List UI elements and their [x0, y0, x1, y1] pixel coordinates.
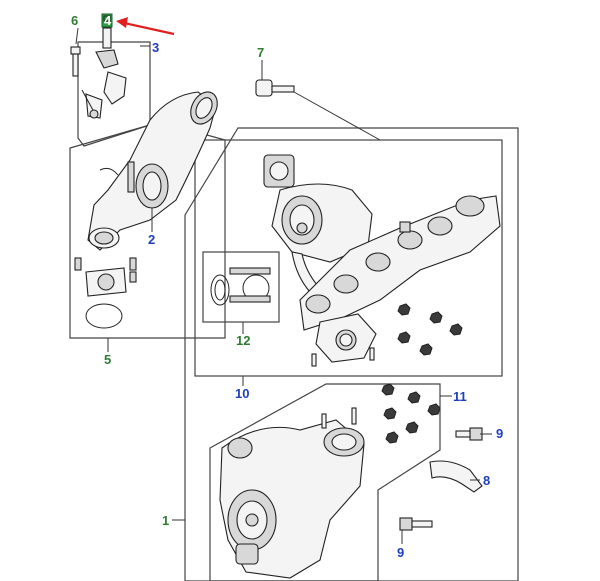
callout-8[interactable]: 8: [483, 473, 490, 488]
callout-9-top[interactable]: 9: [496, 426, 503, 441]
callout-1[interactable]: 1: [162, 513, 169, 528]
clamp-seal-5: [74, 257, 137, 329]
callout-10[interactable]: 10: [235, 386, 249, 401]
frame-gasket-group: [202, 251, 280, 323]
callout-labels: 6 4 3 7 2 5 12 10 11 9 8 1 9: [71, 13, 503, 560]
stud-7: [255, 79, 381, 141]
intake-elbow-2: [87, 91, 218, 251]
frame-lower-turbo: [209, 383, 441, 581]
callout-3[interactable]: 3: [152, 40, 159, 55]
sensor-assembly: [70, 13, 127, 119]
gaskets-12: [210, 267, 271, 306]
callout-7[interactable]: 7: [257, 45, 264, 60]
red-arrow-icon: [116, 17, 175, 36]
callout-12[interactable]: 12: [236, 333, 250, 348]
callout-4[interactable]: 4: [104, 13, 112, 28]
frame-sensor-group: [77, 41, 151, 147]
bolt-6: [70, 46, 81, 55]
group-frames: [69, 41, 519, 581]
turbo-manifold-10: [263, 154, 501, 367]
callout-2[interactable]: 2: [148, 232, 155, 247]
callout-6[interactable]: 6: [71, 13, 78, 28]
callout-11[interactable]: 11: [453, 389, 467, 404]
lower-turbo-11: [219, 383, 441, 579]
frame-pipe-group: [69, 121, 226, 339]
bracket-bolts: [399, 427, 483, 531]
frame-manifold: [194, 139, 503, 377]
leader-lines: [75, 27, 492, 544]
callout-9-bottom[interactable]: 9: [397, 545, 404, 560]
callout-5[interactable]: 5: [104, 352, 111, 367]
